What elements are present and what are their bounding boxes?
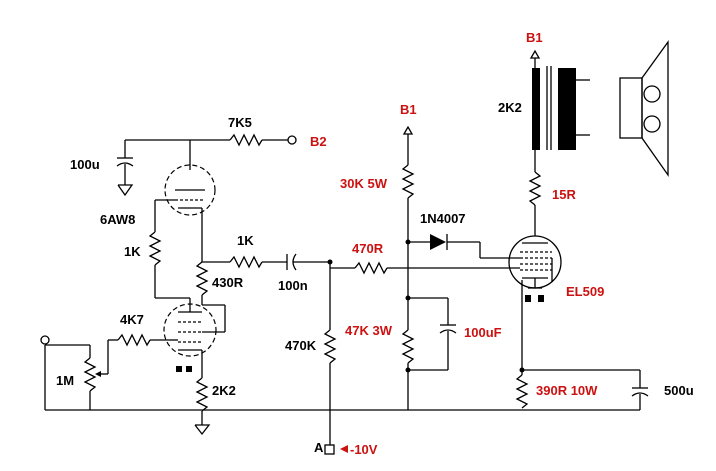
screen-supply (401, 125, 457, 410)
speaker-icon (619, 39, 669, 178)
cap-100u (116, 140, 134, 197)
label-b1-top: B1 (526, 30, 543, 45)
ground-bus (44, 345, 640, 411)
r-2k2-cathode (194, 350, 211, 436)
diode-1n4007 (408, 234, 520, 259)
label-b1-mid: B1 (400, 102, 417, 117)
tube-pentode (163, 298, 226, 372)
label-b2: B2 (310, 134, 327, 149)
label-r-430r: 430R (212, 275, 244, 290)
label-r-470k: 470K (285, 338, 317, 353)
label-r-2k2-cathode: 2K2 (212, 383, 236, 398)
label-r-470r: 470R (352, 241, 384, 256)
label-transformer: 2K2 (498, 100, 522, 115)
output-transformer (528, 49, 590, 236)
input-jack (40, 335, 90, 346)
label-r-1k-b: 1K (237, 233, 254, 248)
rail-b2 (125, 133, 297, 147)
label-c-500u: 500u (664, 383, 694, 398)
label-tube-6aw8: 6AW8 (100, 212, 135, 227)
label-r-4k7: 4K7 (120, 312, 144, 327)
label-c-100u: 100u (70, 157, 100, 172)
cathode-output (515, 367, 649, 410)
label-pot-1m: 1M (56, 373, 74, 388)
label-tube-el509: EL509 (566, 284, 604, 299)
label-r-47k: 47K 3W (345, 323, 393, 338)
r-470r (330, 261, 520, 275)
label-point-a-voltage: -10V (350, 442, 378, 457)
r-470k (323, 262, 348, 455)
tube-el509 (508, 235, 562, 370)
label-c-100n: 100n (278, 278, 308, 293)
pot-1m (83, 333, 170, 410)
cap-100n (286, 253, 333, 271)
r-1k-a (148, 199, 190, 299)
label-point-a: A (314, 440, 324, 455)
label-r-390r: 390R 10W (536, 383, 598, 398)
label-c-100uf: 100uF (464, 325, 502, 340)
tube-triode (164, 140, 216, 250)
label-r-1k-a: 1K (124, 244, 141, 259)
label-r-30k: 30K 5W (340, 176, 388, 191)
label-r-15r: 15R (552, 187, 576, 202)
label-r-7k5: 7K5 (228, 115, 252, 130)
label-diode: 1N4007 (420, 211, 466, 226)
r-430r (195, 250, 287, 305)
